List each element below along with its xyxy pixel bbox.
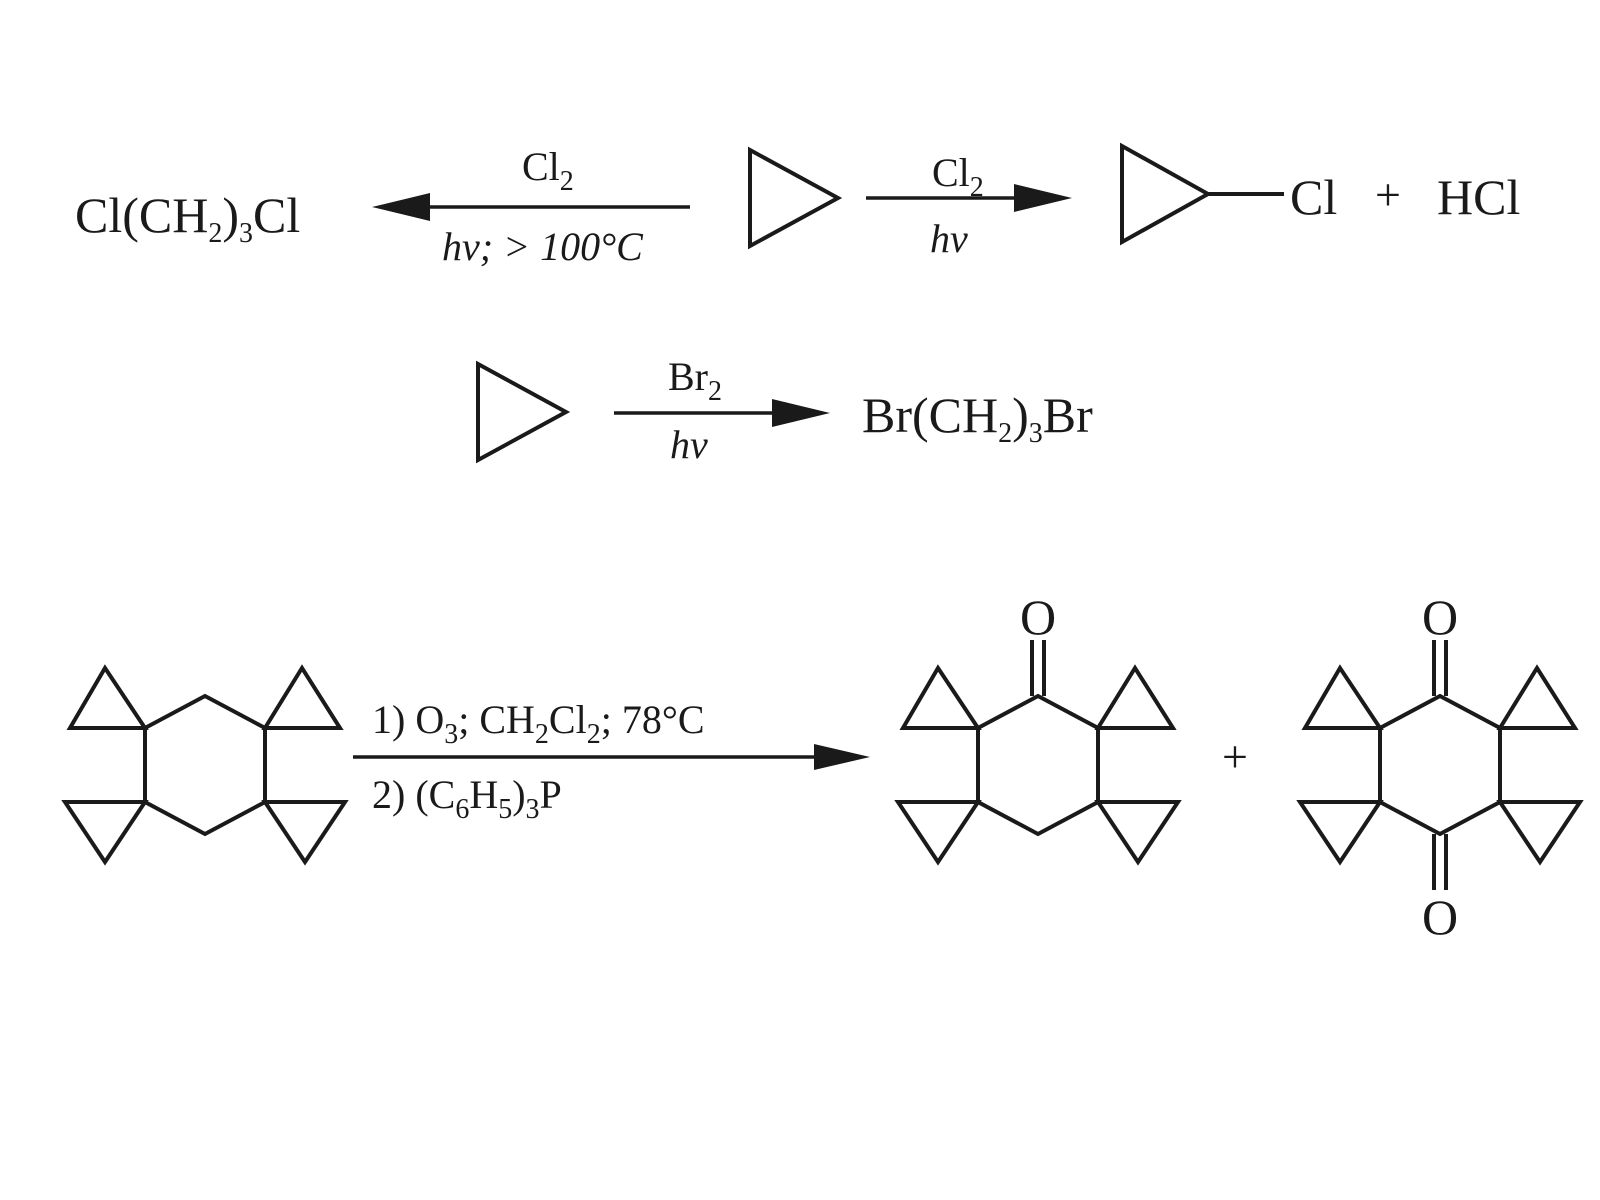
chloro-substituent: Cl xyxy=(1290,169,1337,225)
dispiro-starting-material xyxy=(61,664,349,866)
ozonolysis-step-2: 2) (C6H5)3P xyxy=(372,772,562,825)
forward-arrow-reagent: Cl2 xyxy=(932,150,984,203)
spiro-cyclopropane-tr-ketone xyxy=(1094,664,1177,730)
reverse-arrow-reagent: Cl2 xyxy=(522,144,574,197)
plus-sign-1: + xyxy=(1375,169,1401,220)
spiro-cyclopropane-bl-diketone xyxy=(1296,800,1384,866)
central-ring-sm xyxy=(143,693,267,837)
plus-sign-2: + xyxy=(1222,731,1248,782)
spiro-cyclopropane-tr-sm xyxy=(261,664,344,730)
forward-arrow xyxy=(866,184,1072,212)
reverse-arrow-conditions: hv; > 100°C xyxy=(442,224,644,269)
cyclopropane-reactant-2 xyxy=(476,360,571,464)
reverse-arrow xyxy=(372,193,690,221)
bromination-arrow-head xyxy=(772,399,830,427)
central-ring-ketone xyxy=(976,693,1100,837)
reverse-arrow-head xyxy=(372,193,430,221)
ozonolysis-arrow-head xyxy=(814,744,870,770)
ozonolysis-arrow xyxy=(353,744,870,770)
byproduct-hcl: HCl xyxy=(1437,169,1520,225)
monoketone-product: O xyxy=(894,589,1182,866)
bromination-arrow xyxy=(614,399,830,427)
forward-arrow-head xyxy=(1014,184,1072,212)
spiro-cyclopropane-bl-ketone xyxy=(894,800,982,866)
product-dibromopropane: Br(CH2)3Br xyxy=(862,387,1093,449)
spiro-cyclopropane-tl-sm xyxy=(66,664,149,730)
bromination-conditions: hv xyxy=(670,422,708,467)
central-ring-diketone xyxy=(1378,693,1502,837)
forward-arrow-conditions: hv xyxy=(930,216,968,261)
spiro-cyclopropane-tl-ketone xyxy=(899,664,982,730)
spiro-cyclopropane-br-diketone xyxy=(1496,800,1584,866)
carbonyl-oxygen-bottom: O xyxy=(1422,889,1458,945)
reaction-2: Br2 hv Br(CH2)3Br xyxy=(476,354,1093,467)
cyclopropane-reactant xyxy=(748,146,843,250)
reaction-3: 1) O3; CH2Cl2; 78°C 2) (C6H5)3P O + O xyxy=(61,589,1584,945)
spiro-cyclopropane-bl-sm xyxy=(61,800,149,866)
spiro-cyclopropane-tl-diketone xyxy=(1301,664,1384,730)
cyclopropane-product xyxy=(1120,142,1213,246)
spiro-cyclopropane-tr-diketone xyxy=(1496,664,1579,730)
reaction-1: Cl(CH2)3Cl Cl2 hv; > 100°C Cl2 hv Cl + H… xyxy=(75,142,1520,269)
bromination-reagent: Br2 xyxy=(668,354,722,407)
spiro-cyclopropane-br-sm xyxy=(261,800,349,866)
product-dichloropropane: Cl(CH2)3Cl xyxy=(75,187,300,249)
carbonyl-oxygen-top: O xyxy=(1422,589,1458,645)
diketone-product: O O xyxy=(1296,589,1584,945)
ozonolysis-step-1: 1) O3; CH2Cl2; 78°C xyxy=(372,697,705,750)
carbonyl-oxygen: O xyxy=(1020,589,1056,645)
spiro-cyclopropane-br-ketone xyxy=(1094,800,1182,866)
